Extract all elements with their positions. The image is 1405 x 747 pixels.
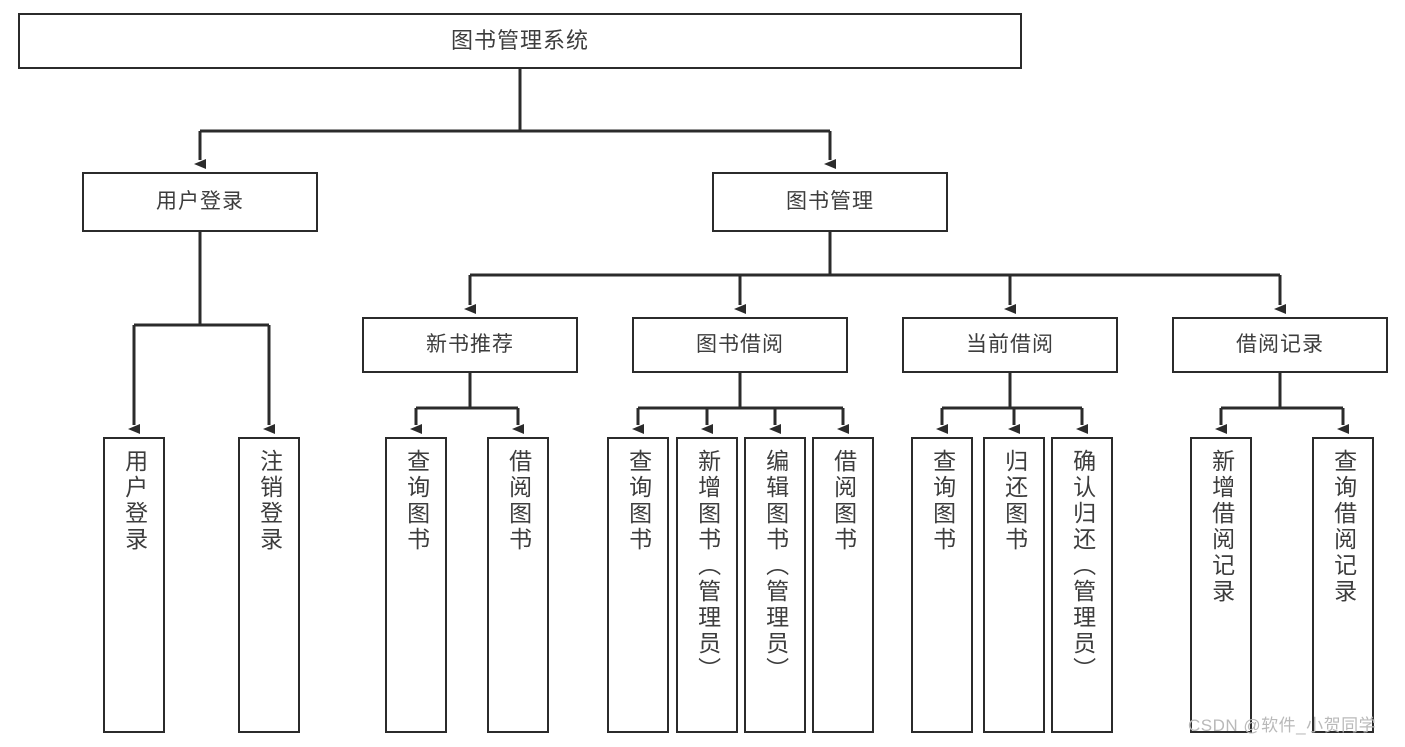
node-book-manage[interactable]: 图书管理 (712, 172, 948, 232)
node-root-system[interactable]: 图书管理系统 (18, 13, 1022, 69)
node-label: 图书管理 (786, 190, 874, 214)
node-current-borrow[interactable]: 当前借阅 (902, 317, 1118, 373)
node-label: 查询图书 (625, 449, 652, 553)
node-label: 查询借阅记录 (1330, 449, 1357, 605)
node-leaf-logout[interactable]: 注销登录 (238, 437, 300, 733)
node-borrow-record[interactable]: 借阅记录 (1172, 317, 1388, 373)
node-label: 归还图书 (1001, 449, 1028, 553)
node-label: 借阅图书 (505, 449, 532, 553)
node-leaf-borrow-book-1[interactable]: 借阅图书 (487, 437, 549, 733)
node-label: 查询图书 (929, 449, 956, 553)
node-label: 编辑图书（管理员） (762, 449, 789, 683)
node-label: 当前借阅 (966, 333, 1054, 357)
node-label: 查询图书 (403, 449, 430, 553)
node-label: 新增借阅记录 (1208, 449, 1235, 605)
node-leaf-query-book-1[interactable]: 查询图书 (385, 437, 447, 733)
node-label: 用户登录 (156, 190, 244, 214)
node-book-borrow[interactable]: 图书借阅 (632, 317, 848, 373)
node-label: 注销登录 (256, 449, 283, 553)
node-leaf-query-book-3[interactable]: 查询图书 (911, 437, 973, 733)
node-label: 图书管理系统 (450, 27, 589, 53)
node-leaf-confirm-return[interactable]: 确认归还（管理员） (1051, 437, 1113, 733)
node-label: 新增图书（管理员） (694, 449, 721, 683)
node-leaf-return-book[interactable]: 归还图书 (983, 437, 1045, 733)
node-label: 借阅记录 (1236, 333, 1324, 357)
node-leaf-query-record[interactable]: 查询借阅记录 (1312, 437, 1374, 733)
node-leaf-query-book-2[interactable]: 查询图书 (607, 437, 669, 733)
node-label: 借阅图书 (830, 449, 857, 553)
node-leaf-add-record[interactable]: 新增借阅记录 (1190, 437, 1252, 733)
node-label: 新书推荐 (426, 333, 514, 357)
node-leaf-borrow-book-2[interactable]: 借阅图书 (812, 437, 874, 733)
node-leaf-add-book[interactable]: 新增图书（管理员） (676, 437, 738, 733)
node-new-book-recommend[interactable]: 新书推荐 (362, 317, 578, 373)
node-label: 确认归还（管理员） (1069, 449, 1096, 683)
node-leaf-edit-book[interactable]: 编辑图书（管理员） (744, 437, 806, 733)
node-leaf-user-login[interactable]: 用户登录 (103, 437, 165, 733)
node-user-login[interactable]: 用户登录 (82, 172, 318, 232)
node-label: 图书借阅 (696, 333, 784, 357)
node-label: 用户登录 (121, 449, 148, 553)
